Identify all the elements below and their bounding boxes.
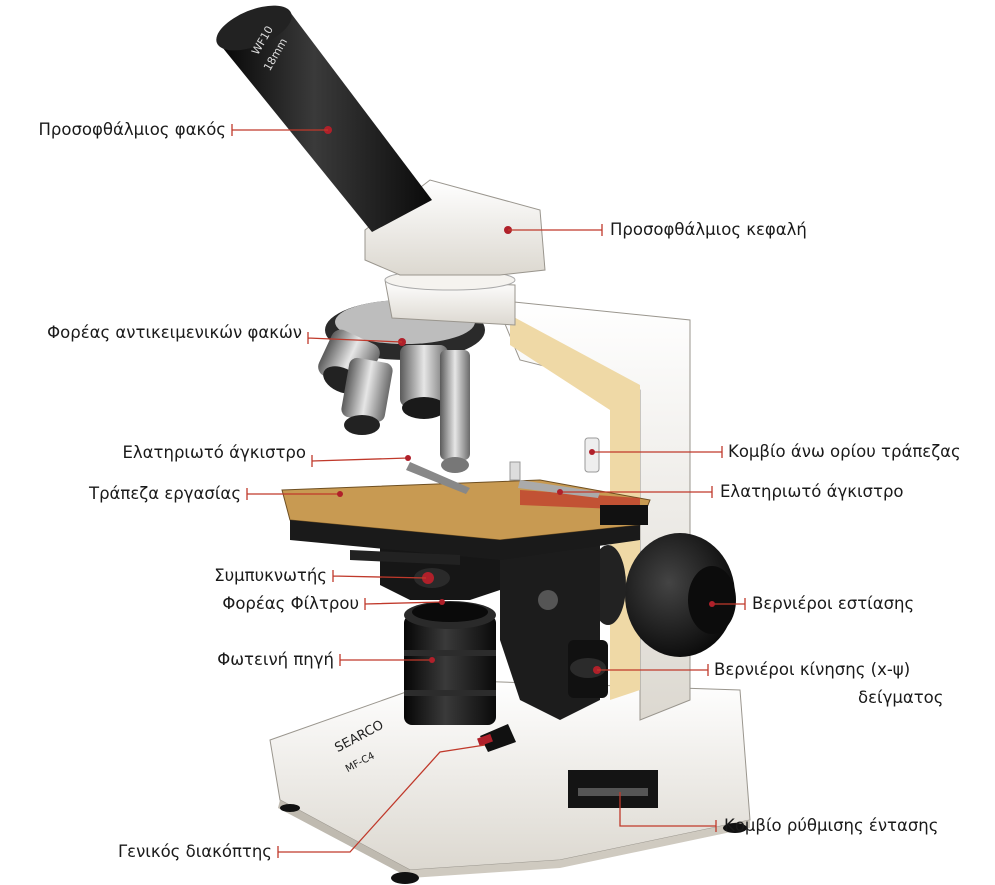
neck: [385, 270, 515, 325]
label-stage-upper-limit-knob: Κομβίο άνω ορίου τράπεζας: [728, 442, 961, 462]
label-xy-knobs-2: δείγματος: [858, 688, 943, 708]
label-condenser: Συμπυκνωτής: [214, 566, 327, 586]
label-filter-holder: Φορέας Φίλτρου: [222, 594, 359, 614]
label-light-source: Φωτεινή πηγή: [217, 650, 334, 670]
label-spring-clip-right: Ελατηριωτό άγκιστρο: [720, 482, 904, 502]
label-focus-knobs: Βερνιέροι εστίασης: [752, 594, 914, 614]
label-spring-clip-left: Ελατηριωτό άγκιστρο: [122, 443, 306, 463]
xy-knob-shape: [568, 640, 608, 698]
label-intensity-knob: Κομβίο ρύθμισης έντασης: [724, 816, 938, 836]
leader-spring-clip-left: [312, 455, 408, 467]
objectives: [315, 300, 485, 473]
label-xy-knobs-1: Βερνιέροι κίνησης (x-ψ): [714, 660, 910, 680]
light-source-shape: [404, 601, 496, 725]
base: [270, 680, 750, 884]
label-eyepiece: Προσοφθάλμιος φακός: [38, 120, 226, 140]
label-eyepiece-head: Προσοφθάλμιος κεφαλή: [610, 220, 807, 240]
intensity-knob-shape: [568, 770, 658, 808]
eyepiece-tube: WF10 18mm: [210, 0, 432, 232]
label-main-switch: Γενικός διακόπτης: [118, 842, 272, 862]
label-objective-holder: Φορέας αντικειμενικών φακών: [47, 323, 302, 343]
label-stage: Τράπεζα εργασίας: [89, 484, 241, 504]
